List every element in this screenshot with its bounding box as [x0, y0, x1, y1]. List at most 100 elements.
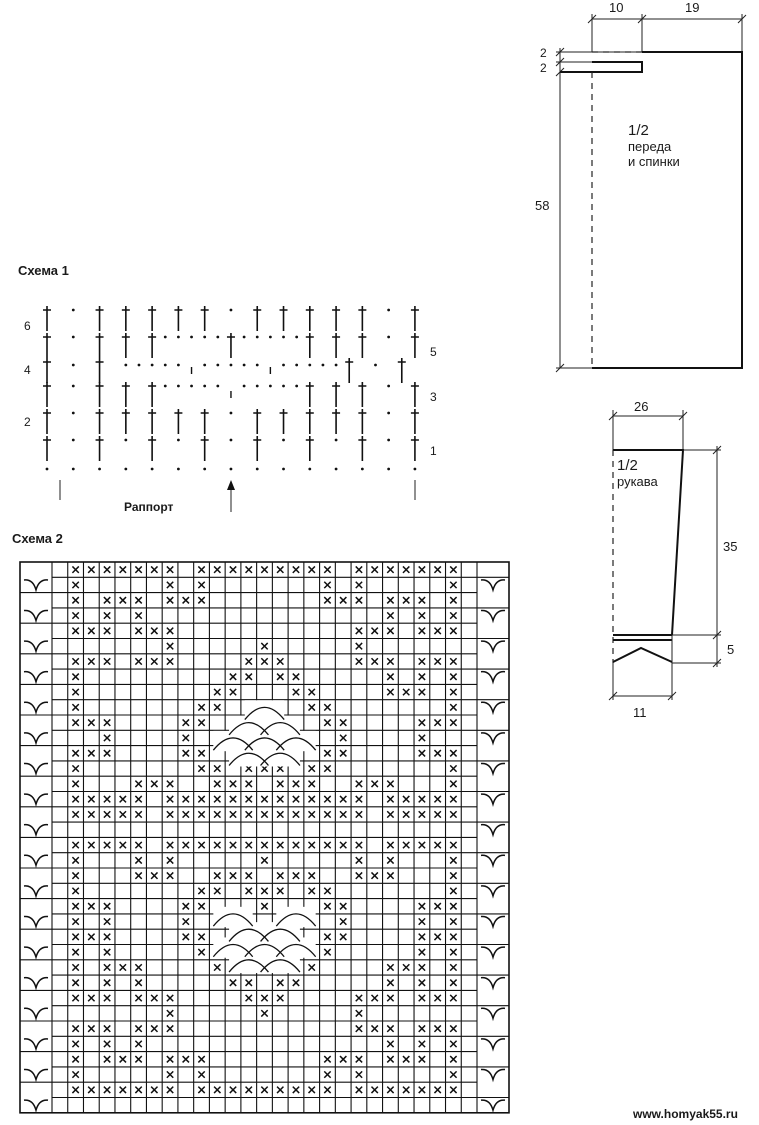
x-stitch-mark	[449, 795, 458, 803]
edge-chain-v-icon	[480, 670, 506, 685]
chain-stitch-dot	[163, 363, 167, 367]
fan-arc	[275, 943, 317, 958]
chain-stitch-dot	[71, 384, 75, 388]
x-stitch-mark	[292, 871, 300, 880]
cuff-zigzag	[612, 646, 673, 663]
body-schematic: 10 19 2 2 58 1/2 переда и спинки	[535, 0, 747, 373]
edge-chain-v-icon	[480, 762, 506, 777]
x-stitch-mark	[197, 933, 206, 941]
x-stitch-mark	[166, 1086, 174, 1094]
x-stitch-mark	[71, 611, 80, 620]
double-crochet-symbol	[200, 409, 209, 434]
x-stitch-mark	[449, 764, 458, 773]
x-stitch-mark	[213, 963, 222, 972]
edge-chain-v-icon	[23, 670, 49, 685]
edge-chain-v-icon	[23, 854, 49, 869]
x-stitch-mark	[449, 933, 458, 941]
x-stitch-mark	[355, 1086, 363, 1094]
x-stitch-mark	[449, 1086, 458, 1094]
x-stitch-mark	[103, 917, 111, 926]
x-stitch-mark	[386, 611, 395, 620]
x-stitch-mark	[276, 780, 284, 788]
dim-shoulder-1: 2	[540, 46, 547, 60]
edge-chain-v-icon	[480, 885, 506, 899]
edge-chain-v-icon	[23, 732, 49, 746]
x-stitch-mark	[197, 887, 206, 895]
x-stitch-mark	[134, 780, 143, 788]
dim-top-left: 10	[609, 0, 623, 15]
x-stitch-mark	[339, 933, 347, 941]
x-stitch-mark	[71, 703, 80, 712]
x-stitch-mark	[307, 841, 316, 849]
x-stitch-mark	[292, 688, 300, 696]
x-stitch-mark	[71, 565, 80, 574]
x-stitch-mark	[449, 611, 458, 620]
row-label: 2	[24, 415, 31, 429]
double-crochet-symbol	[121, 306, 130, 331]
scheme-2-title: Схема 2	[12, 531, 63, 546]
x-stitch-mark	[418, 963, 426, 972]
x-stitch-mark	[87, 810, 96, 819]
x-stitch-mark	[418, 627, 426, 635]
x-stitch-mark	[71, 1086, 80, 1094]
x-stitch-mark	[307, 703, 316, 712]
x-stitch-mark	[292, 810, 300, 819]
x-stitch-mark	[355, 1009, 363, 1018]
x-stitch-mark	[166, 657, 174, 666]
x-stitch-mark	[166, 994, 174, 1002]
x-stitch-mark	[276, 871, 284, 880]
x-stitch-mark	[245, 871, 253, 880]
x-stitch-mark	[449, 1024, 458, 1033]
chain-stitch-dot	[177, 384, 180, 388]
x-stitch-mark	[418, 933, 426, 941]
x-stitch-mark	[103, 627, 111, 635]
edge-chain-v-icon	[23, 640, 49, 654]
x-stitch-mark	[339, 841, 347, 849]
double-crochet-symbol	[397, 358, 406, 383]
chain-stitch-dot	[177, 438, 180, 442]
dim-cuff: 5	[727, 642, 734, 657]
chain-stitch-dot	[216, 384, 220, 388]
edge-chain-v-icon	[23, 701, 49, 716]
x-stitch-mark	[213, 871, 222, 880]
row-label: 4	[24, 363, 31, 377]
edge-chain-v-icon	[480, 701, 506, 716]
x-stitch-mark	[182, 749, 190, 757]
x-stitch-mark	[323, 581, 332, 589]
x-stitch-mark	[355, 596, 363, 604]
x-stitch-mark	[339, 718, 347, 727]
x-stitch-mark	[103, 1024, 111, 1033]
x-stitch-mark	[418, 841, 426, 849]
x-stitch-mark	[260, 1009, 269, 1018]
x-stitch-mark	[449, 596, 458, 604]
chain-stitch-dot	[321, 363, 325, 367]
chain-stitch-dot	[71, 363, 75, 367]
chain-stitch-dot	[203, 363, 207, 367]
x-stitch-mark	[402, 596, 410, 604]
x-stitch-mark	[260, 887, 269, 895]
double-crochet-symbol	[95, 333, 104, 358]
x-stitch-mark	[449, 565, 458, 574]
body-label-line2: и спинки	[628, 154, 680, 169]
x-stitch-mark	[134, 1040, 143, 1048]
x-stitch-mark	[197, 948, 206, 956]
x-stitch-mark	[449, 780, 458, 788]
x-stitch-mark	[323, 1055, 332, 1063]
edge-chain-v-icon	[23, 885, 49, 899]
chain-stitch-dot	[229, 438, 233, 442]
chain-stitch-dot	[308, 363, 312, 367]
x-stitch-mark	[276, 795, 284, 803]
chain-stitch-dot	[413, 467, 417, 471]
chain-stitch-dot	[387, 335, 391, 339]
x-stitch-mark	[182, 718, 190, 727]
x-stitch-mark	[386, 1040, 395, 1048]
scheme-1-symbols	[43, 306, 419, 471]
x-stitch-mark	[355, 627, 363, 635]
edge-chain-v-icon	[480, 1068, 506, 1083]
row-label: 5	[430, 345, 437, 359]
x-stitch-mark	[150, 994, 159, 1002]
x-stitch-mark	[323, 810, 332, 819]
x-stitch-mark	[71, 657, 80, 666]
x-stitch-mark	[370, 780, 379, 788]
double-crochet-symbol	[305, 306, 314, 331]
